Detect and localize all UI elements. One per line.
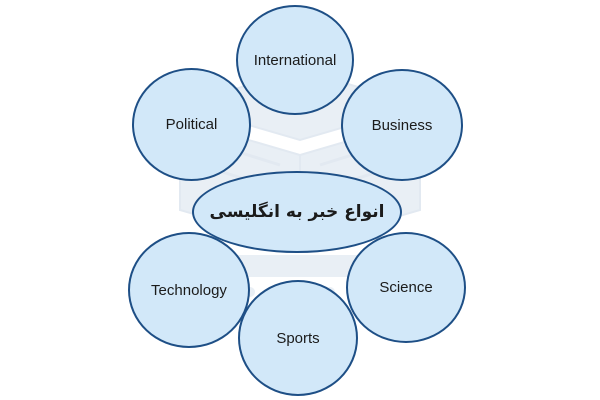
node-business-label: Business (371, 116, 433, 134)
node-political: Political (132, 68, 251, 181)
node-sports-label: Sports (276, 329, 320, 347)
center-node: انواع خبر به انگلیسی (192, 171, 402, 253)
node-political-label: Political (165, 116, 218, 133)
node-technology: Technology (128, 232, 250, 348)
node-science-label: Science (379, 279, 433, 296)
node-business: Business (341, 69, 463, 181)
node-sports: Sports (238, 280, 358, 396)
node-science: Science (346, 232, 466, 343)
node-international-label: International (253, 51, 337, 69)
node-international: International (236, 5, 354, 115)
center-node-label: انواع خبر به انگلیسی (209, 202, 385, 222)
node-technology-label: Technology (151, 281, 227, 299)
